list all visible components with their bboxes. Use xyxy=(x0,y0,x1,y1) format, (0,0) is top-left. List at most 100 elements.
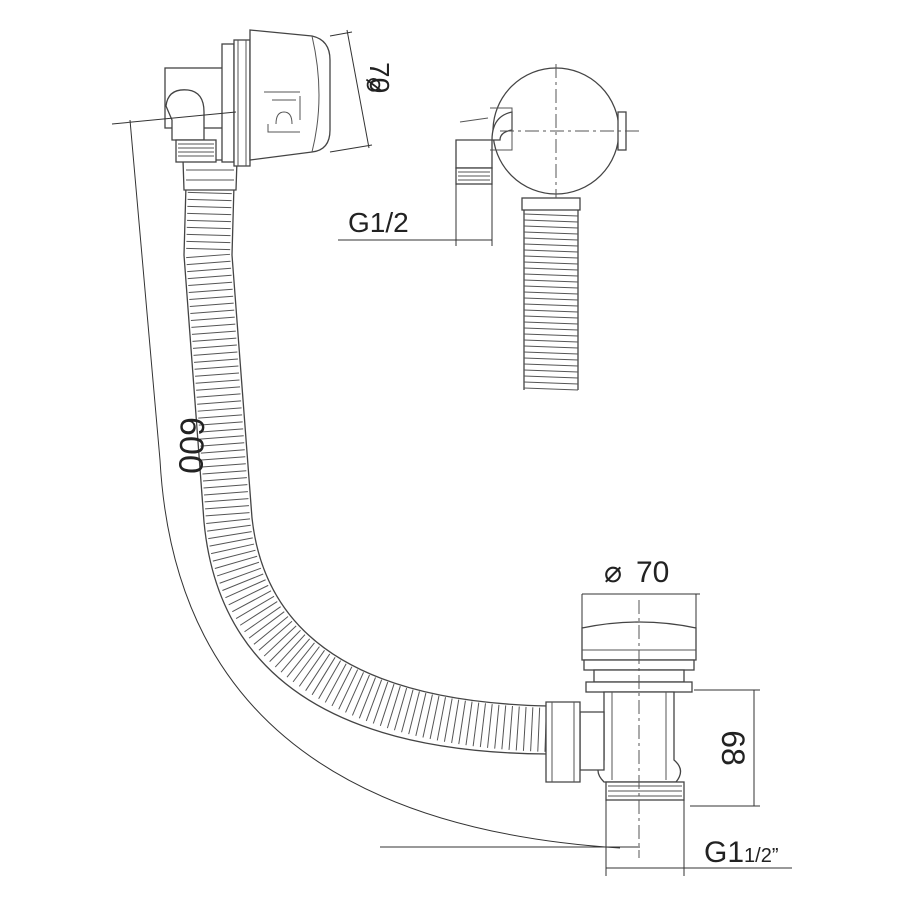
hose-rib xyxy=(205,505,250,510)
hose-rib xyxy=(219,567,262,584)
hose-rib xyxy=(193,358,238,363)
front-hose-rib xyxy=(523,303,579,307)
overflow-cap xyxy=(249,29,331,161)
overflow-elbow-thread xyxy=(175,139,217,163)
overflow-flange xyxy=(221,43,235,163)
overflow-front-view xyxy=(455,64,640,391)
front-hose-rib xyxy=(523,279,579,283)
hose-rib xyxy=(212,549,256,562)
hose-rib xyxy=(186,219,231,223)
hose-rib xyxy=(487,704,493,748)
hose-rib xyxy=(239,601,278,626)
front-hose-rib xyxy=(523,243,579,247)
hose-rib xyxy=(228,584,269,606)
overflow-diameter-dimension: ⌀ 70 xyxy=(329,29,395,153)
hose-waste-nut xyxy=(545,701,581,783)
hose-rib xyxy=(187,267,232,273)
hose-rib xyxy=(200,442,245,447)
hose-rib xyxy=(494,704,500,749)
hose-rib xyxy=(186,240,231,244)
front-hose-rib xyxy=(523,369,579,373)
hose-rib xyxy=(187,274,232,280)
waste-height-label: 68 xyxy=(715,730,751,766)
overflow-thread-label: G1/2 xyxy=(348,207,409,238)
front-hose-rib xyxy=(523,237,579,241)
hose-rib xyxy=(206,518,251,525)
hose-rib xyxy=(205,512,250,517)
hose-rib xyxy=(202,477,247,482)
hose-rib xyxy=(193,351,238,356)
hose-rib xyxy=(269,629,301,663)
hose-rib xyxy=(458,700,466,745)
hose-length-dimension: 600 xyxy=(111,111,640,849)
hose-rib xyxy=(195,379,240,384)
hose-rib xyxy=(248,611,285,639)
hose-rib xyxy=(204,498,249,503)
front-hose-rib xyxy=(523,345,579,349)
hose-rib xyxy=(443,698,453,742)
hose-rib xyxy=(324,663,347,703)
hose-rib xyxy=(379,683,395,727)
front-hose-rib xyxy=(523,231,579,235)
front-hose-rib xyxy=(523,363,579,367)
hose-rib xyxy=(451,699,460,744)
waste-side-outlet xyxy=(579,711,605,771)
waste-height-dimension: 68 xyxy=(690,689,760,807)
hose-rib xyxy=(190,309,235,314)
hose-corrugation xyxy=(186,191,547,752)
front-hose-rib xyxy=(523,333,579,337)
hose-rib xyxy=(216,561,260,577)
hose-rib xyxy=(214,555,258,570)
overflow-diameter-symbol: ⌀ xyxy=(360,75,392,95)
hose-rib xyxy=(225,579,266,599)
hose-rib xyxy=(365,679,383,722)
hose-rib xyxy=(522,706,527,751)
front-hose-cuff xyxy=(521,197,581,211)
front-hose-rib xyxy=(523,213,579,217)
hose-rib xyxy=(331,666,353,707)
hose-rib xyxy=(192,344,237,349)
hose-rib xyxy=(187,212,232,216)
hose-rib xyxy=(208,531,252,540)
hose-rib xyxy=(232,590,272,613)
hose-rib xyxy=(311,657,336,696)
overflow-thread-dimension: G1/2 xyxy=(338,184,493,246)
hose-rib xyxy=(195,372,240,377)
hose-rib xyxy=(286,642,315,678)
hose-rib xyxy=(199,435,244,440)
hose-rib xyxy=(197,400,242,405)
hose-rib xyxy=(188,288,233,294)
hose-rib xyxy=(187,191,232,195)
hose-rib xyxy=(345,672,364,713)
hose-length-label: 600 xyxy=(171,416,211,474)
hose-rib xyxy=(189,295,234,301)
hose-rib xyxy=(351,674,370,716)
front-hose-rib xyxy=(523,225,579,229)
hose-rib xyxy=(292,646,320,683)
front-hose-rib xyxy=(523,285,579,289)
front-hose-rib xyxy=(523,291,579,295)
hose-rib xyxy=(188,281,233,287)
hose-rib xyxy=(274,634,306,668)
hose-rib xyxy=(207,524,251,532)
hose-rib xyxy=(189,302,234,307)
waste-thread-main: G1 xyxy=(704,836,744,869)
front-hose-rib xyxy=(523,273,579,277)
front-hose-rib xyxy=(523,321,579,325)
hose-rib xyxy=(203,484,248,489)
hose-rib xyxy=(187,198,232,202)
hose-rib xyxy=(222,573,264,591)
waste-diameter-dimension: ⌀ 70 xyxy=(581,556,700,628)
front-hose-rib xyxy=(523,381,579,385)
hose-rib xyxy=(258,620,293,651)
waste-cap xyxy=(581,621,697,661)
hose-rib xyxy=(338,669,359,710)
hose-rib xyxy=(186,247,231,251)
waste-diameter-symbol: ⌀ xyxy=(604,556,622,589)
waste-diameter-label: 70 xyxy=(636,556,669,589)
front-hose-rib xyxy=(523,357,579,361)
front-hose-rib xyxy=(523,219,579,223)
front-hose-rib xyxy=(523,297,579,301)
